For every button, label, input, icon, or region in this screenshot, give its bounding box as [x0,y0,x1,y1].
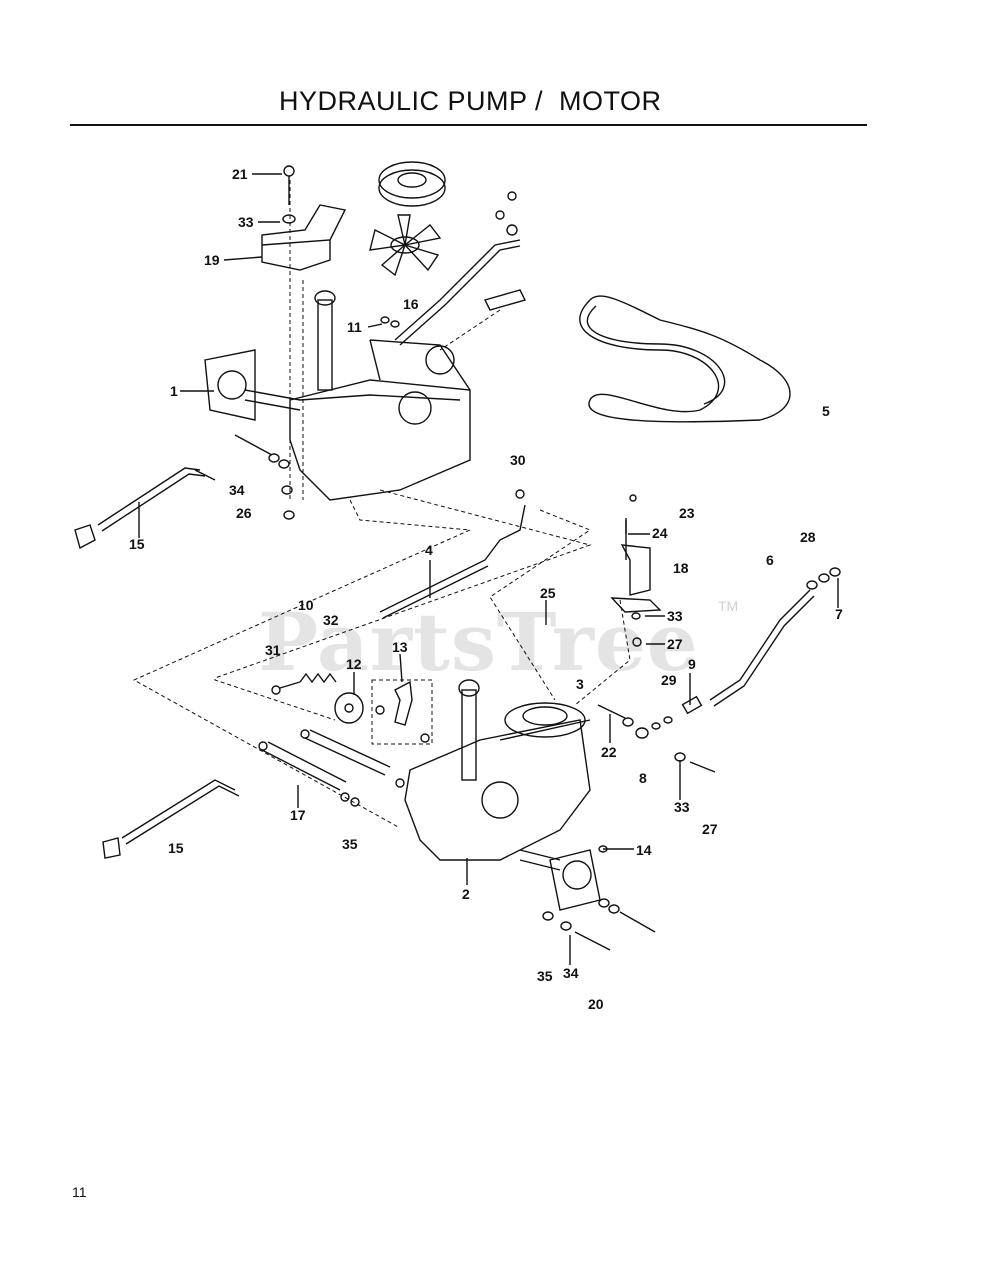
callout-2: 2 [462,886,470,902]
bracket-19 [261,204,347,271]
callout-15: 15 [129,536,145,552]
arm-13 [375,680,430,743]
pulley [378,161,446,207]
callout-28: 28 [800,529,816,545]
bracket-18 [610,494,662,647]
callout-8: 8 [639,770,647,786]
hose-17 [258,729,405,807]
disc-12 [334,692,364,724]
callout-35: 35 [342,836,358,852]
callout-35: 35 [537,968,553,984]
callout-31: 31 [265,642,281,658]
control-rod-4 [379,489,526,619]
callout-32: 32 [323,612,339,628]
callout-4: 4 [425,542,433,558]
callout-10: 10 [298,597,314,613]
callout-1: 1 [170,383,178,399]
fasteners-lower [542,704,716,951]
watermark-trademark: TM [718,598,739,614]
callout-33: 33 [667,608,683,624]
assembly-guide-lines [132,180,631,829]
callout-24: 24 [652,525,668,541]
hydraulic-motor-lower [404,679,601,911]
callout-27: 27 [702,821,718,837]
callout-15: 15 [168,840,184,856]
callout-17: 17 [290,807,306,823]
leader-lines [138,173,839,965]
callout-11: 11 [347,319,362,335]
callout-12: 12 [346,656,362,672]
callout-33: 33 [238,214,254,230]
callout-33: 33 [674,799,690,815]
callout-7: 7 [835,606,843,622]
callout-19: 19 [204,252,220,268]
fasteners-upper [234,316,400,520]
callout-18: 18 [673,560,689,576]
callout-22: 22 [601,744,617,760]
callout-9: 9 [688,656,696,672]
callout-23: 23 [679,505,695,521]
control-rod-upper [394,191,527,346]
callout-3: 3 [576,676,584,692]
page-title: HYDRAULIC PUMP / MOTOR [279,86,662,116]
callout-5: 5 [822,403,830,419]
hydraulic-pump-upper [204,290,471,501]
callout-34: 34 [563,965,579,981]
drive-belt-5 [579,295,791,423]
linkage-rod-right [681,567,841,715]
callout-20: 20 [588,996,604,1012]
bolt-21 [282,165,296,224]
fan-16 [369,214,442,277]
linkage-rod-15-lower [102,779,240,859]
page-number: 11 [72,1184,87,1200]
callout-16: 16 [403,296,419,312]
callout-13: 13 [392,639,408,655]
callout-26: 26 [236,505,252,521]
callout-14: 14 [636,842,652,858]
callout-6: 6 [766,552,774,568]
linkage-rod-15-upper [74,467,216,550]
callout-29: 29 [661,672,677,688]
callout-21: 21 [232,166,248,182]
callout-34: 34 [229,482,245,498]
title-rule [70,124,867,126]
callout-25: 25 [540,585,556,601]
spring-31 [271,672,337,695]
callout-30: 30 [510,452,526,468]
callout-27: 27 [667,636,683,652]
